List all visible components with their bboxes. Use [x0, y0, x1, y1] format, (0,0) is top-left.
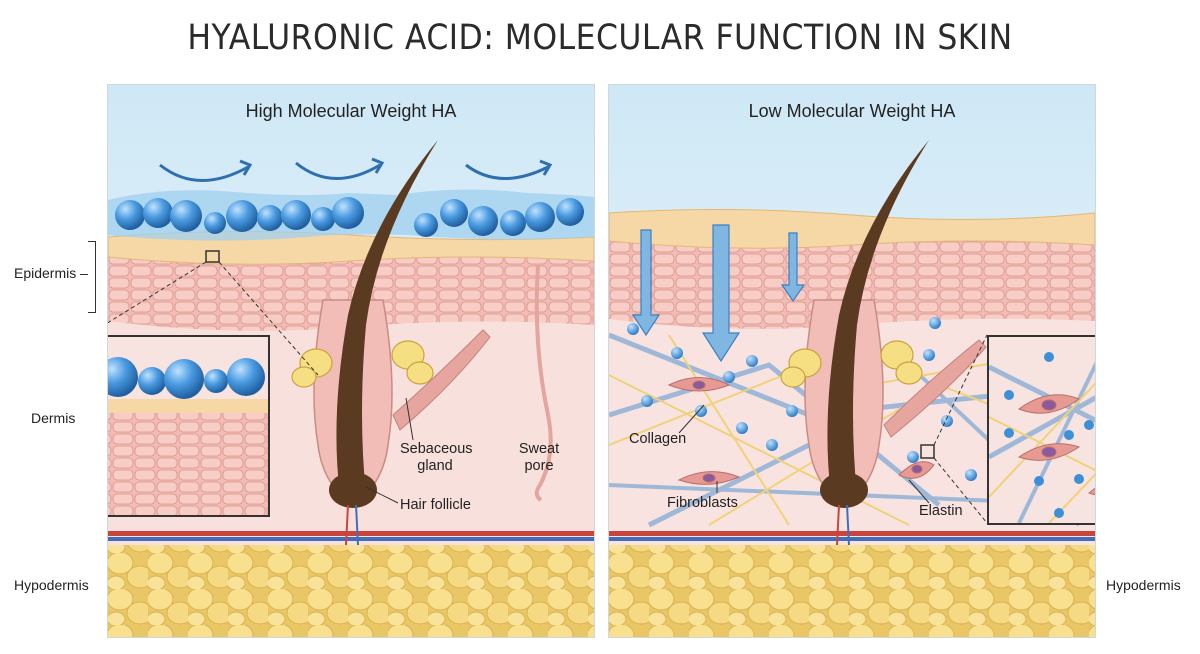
epidermis-zoom-inset [108, 335, 270, 517]
sebaceous-gland-right [780, 340, 923, 388]
hair-follicle-label: Hair follicle [400, 497, 471, 513]
low-mw-skin-illustration [609, 85, 1095, 637]
low-mw-ha-panel: Low Molecular Weight HA [608, 84, 1096, 638]
dermis-zoom-inset [987, 335, 1095, 525]
fibroblast-cells [667, 377, 935, 485]
high-mw-skin-illustration [108, 85, 594, 637]
zoom-marker [205, 250, 220, 263]
elastin-label: Elastin [919, 503, 963, 519]
hypodermis-label-right: Hypodermis [1106, 577, 1181, 593]
dermis-inset-illustration [989, 337, 1095, 523]
epidermis-tick [80, 274, 88, 275]
fibroblasts-label: Fibroblasts [667, 495, 738, 511]
sweat-pore-label: Sweat pore [518, 441, 560, 474]
dermis-label: Dermis [31, 410, 76, 426]
high-mw-ha-panel: High Molecular Weight HA Sebaceous gland… [107, 84, 595, 638]
zoom-marker-right [920, 444, 935, 459]
page-title: HYALURONIC ACID: MOLECULAR FUNCTION IN S… [187, 18, 1013, 58]
sebaceous-gland [291, 340, 434, 388]
high-mw-ha-title: High Molecular Weight HA [245, 101, 457, 121]
ha-molecules-surface [115, 197, 584, 237]
inset-illustration [108, 337, 268, 515]
penetration-arrows [631, 224, 806, 363]
moisture-arrows [159, 157, 553, 182]
epidermis-bracket [88, 241, 96, 313]
sebaceous-gland-label: Sebaceous gland [400, 441, 473, 474]
hypodermis-label-left: Hypodermis [14, 577, 89, 593]
epidermis-label: Epidermis [14, 265, 77, 281]
low-mw-ha-title: Low Molecular Weight HA [748, 101, 956, 121]
collagen-label: Collagen [629, 431, 687, 447]
